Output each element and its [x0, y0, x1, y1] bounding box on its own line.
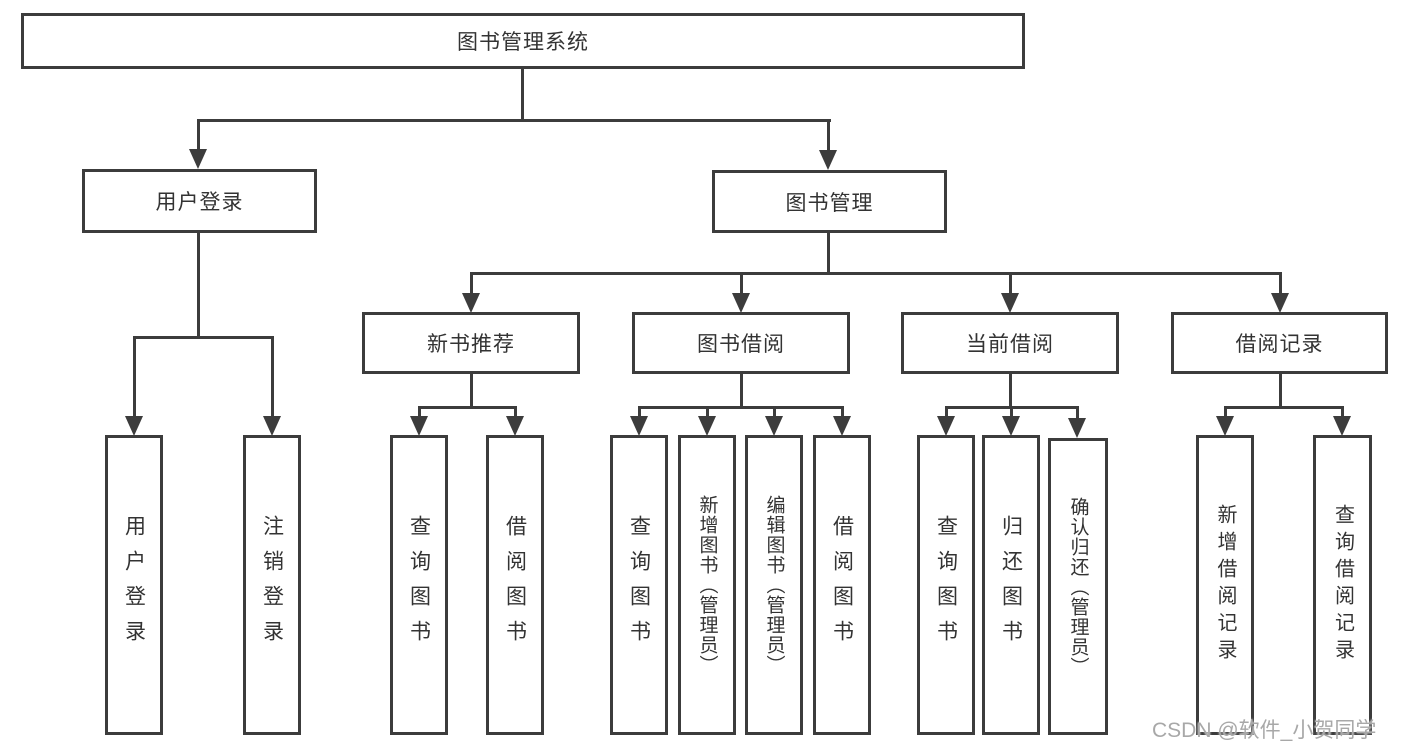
leaf-label: 编辑图书（管理员）	[763, 495, 785, 675]
arrowhead-down-icon	[506, 416, 524, 436]
node-root-library-system: 图书管理系统	[21, 13, 1025, 69]
connector-recommend-hline	[418, 406, 517, 409]
node-borrow-records: 借阅记录	[1171, 312, 1388, 374]
leaf-add-borrow-record: 新增借阅记录	[1196, 435, 1254, 735]
node-label: 图书借阅	[697, 333, 785, 356]
leaf-logout: 注销登录	[243, 435, 301, 735]
leaf-confirm-return-admin: 确认归还（管理员）	[1048, 438, 1108, 735]
connector-stem	[197, 119, 200, 152]
connector-stem	[638, 406, 641, 419]
arrowhead-down-icon	[462, 293, 480, 313]
connector-recommend-stub	[470, 372, 473, 408]
node-label: 借阅记录	[1235, 333, 1324, 356]
arrowhead-down-icon	[630, 416, 648, 436]
connector-stem	[1341, 406, 1344, 419]
arrowhead-down-icon	[410, 416, 428, 436]
arrowhead-down-icon	[819, 150, 837, 170]
leaf-label: 查询图书	[407, 515, 431, 655]
connector-stem	[1279, 272, 1282, 296]
connector-mgmt-hline	[470, 272, 1282, 275]
node-label: 用户登录	[155, 191, 244, 214]
connector-stem	[827, 119, 830, 152]
arrowhead-down-icon	[937, 416, 955, 436]
leaf-label: 借阅图书	[503, 515, 527, 655]
connector-stem	[706, 406, 709, 419]
leaf-current-query-books: 查询图书	[917, 435, 975, 735]
leaf-label: 查询图书	[934, 515, 958, 655]
connector-stem	[945, 406, 948, 419]
arrowhead-down-icon	[125, 416, 143, 436]
connector-records-stub	[1279, 372, 1282, 408]
node-book-borrow: 图书借阅	[632, 312, 850, 374]
leaf-borrow-books: 借阅图书	[813, 435, 871, 735]
node-label: 图书管理系统	[457, 31, 589, 54]
connector-stem	[418, 406, 421, 419]
arrowhead-down-icon	[1001, 293, 1019, 313]
connector-login-hline	[133, 336, 274, 339]
leaf-user-login: 用户登录	[105, 435, 163, 735]
connector-borrow-stub	[740, 372, 743, 408]
connector-stem	[514, 406, 517, 419]
leaf-query-borrow-record: 查询借阅记录	[1313, 435, 1372, 735]
leaf-recommend-query-books: 查询图书	[390, 435, 448, 735]
arrowhead-down-icon	[732, 293, 750, 313]
leaf-label: 归还图书	[999, 515, 1023, 655]
leaf-borrow-query-books: 查询图书	[610, 435, 668, 735]
node-current-borrow: 当前借阅	[901, 312, 1119, 374]
connector-borrow-hline	[638, 406, 844, 409]
node-label: 图书管理	[785, 191, 874, 215]
connector-stem	[773, 406, 776, 419]
connector-stem	[271, 336, 274, 418]
connector-current-stub	[1009, 372, 1012, 408]
connector-stem	[133, 336, 136, 418]
connector-login-stub	[197, 231, 200, 339]
arrowhead-down-icon	[1333, 416, 1351, 436]
leaf-label: 借阅图书	[830, 515, 854, 655]
arrowhead-down-icon	[765, 416, 783, 436]
connector-stem	[470, 272, 473, 296]
leaf-label: 新增借阅记录	[1214, 504, 1236, 666]
leaf-add-books-admin: 新增图书（管理员）	[678, 435, 736, 735]
leaf-label: 注销登录	[260, 515, 284, 655]
node-new-book-recommend: 新书推荐	[362, 312, 580, 374]
arrowhead-down-icon	[1068, 418, 1086, 438]
connector-stem	[1009, 272, 1012, 296]
leaf-edit-books-admin: 编辑图书（管理员）	[745, 435, 803, 735]
connector-stem	[740, 272, 743, 296]
arrowhead-down-icon	[833, 416, 851, 436]
arrowhead-down-icon	[698, 416, 716, 436]
connector-root-stub	[521, 66, 524, 121]
node-user-login: 用户登录	[82, 169, 317, 233]
leaf-label: 查询借阅记录	[1331, 504, 1354, 666]
connector-stem	[1224, 406, 1227, 419]
connector-stem	[841, 406, 844, 419]
arrowhead-down-icon	[189, 149, 207, 169]
leaf-label: 查询图书	[627, 515, 651, 655]
arrowhead-down-icon	[1002, 416, 1020, 436]
watermark: CSDN @软件_小贺同学	[1152, 719, 1377, 742]
connector-stem	[1076, 406, 1079, 419]
leaf-return-books: 归还图书	[982, 435, 1040, 735]
leaf-label: 用户登录	[122, 515, 146, 655]
connector-stem	[1010, 406, 1013, 419]
leaf-label: 新增图书（管理员）	[696, 495, 718, 675]
arrowhead-down-icon	[263, 416, 281, 436]
node-book-management: 图书管理	[712, 170, 947, 233]
connector-records-hline	[1224, 406, 1344, 409]
arrowhead-down-icon	[1271, 293, 1289, 313]
connector-root-hline	[197, 119, 831, 122]
leaf-recommend-borrow-books: 借阅图书	[486, 435, 544, 735]
arrowhead-down-icon	[1216, 416, 1234, 436]
leaf-label: 确认归还（管理员）	[1067, 496, 1089, 677]
node-label: 当前借阅	[966, 333, 1054, 356]
node-label: 新书推荐	[427, 333, 515, 356]
connector-mgmt-stub	[827, 231, 830, 275]
